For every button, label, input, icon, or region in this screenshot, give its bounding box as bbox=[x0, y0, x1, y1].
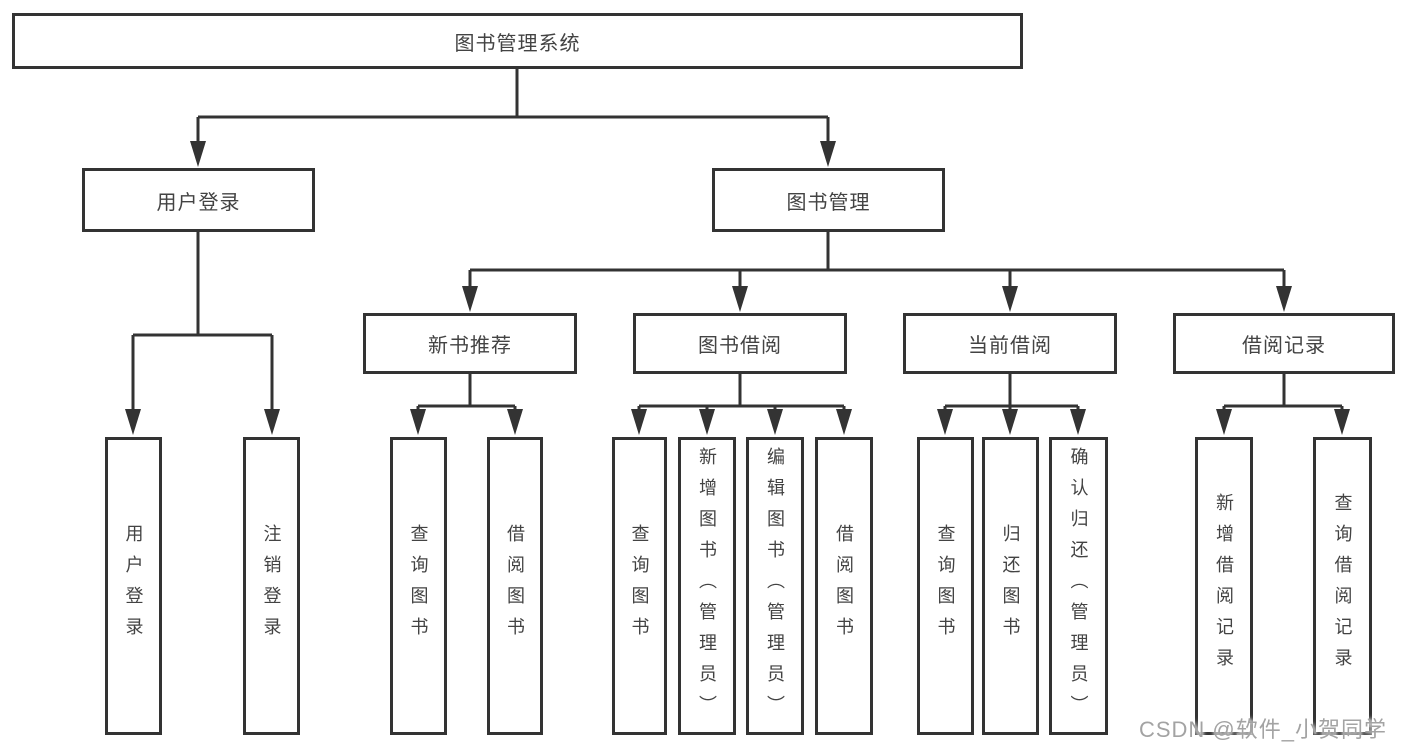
connector-current-borrow-to-leaves bbox=[937, 374, 1086, 435]
node-label: 用户登录 bbox=[156, 191, 241, 214]
leaf-borrow-books-recommend: 借阅图书 bbox=[487, 437, 543, 735]
node-current-borrowing: 当前借阅 bbox=[903, 313, 1117, 374]
connector-new-book-rec-to-leaves bbox=[410, 374, 523, 435]
leaf-logout: 注销登录 bbox=[243, 437, 300, 735]
csdn-watermark: CSDN @软件_小贺同学 bbox=[1138, 717, 1387, 742]
node-label: 查询借阅记录 bbox=[1332, 493, 1353, 679]
node-label: 新增图书（管理员） bbox=[697, 446, 717, 726]
leaf-query-borrow-record: 查询借阅记录 bbox=[1313, 437, 1372, 735]
node-label: 查询图书 bbox=[935, 524, 956, 648]
leaf-query-books-borrow: 查询图书 bbox=[612, 437, 667, 735]
node-new-book-recommendation: 新书推荐 bbox=[363, 313, 577, 374]
node-book-borrowing: 图书借阅 bbox=[633, 313, 847, 374]
node-label: 归还图书 bbox=[1000, 524, 1021, 648]
connector-root-to-level2 bbox=[190, 69, 836, 167]
leaf-borrow-books: 借阅图书 bbox=[815, 437, 873, 735]
node-label: 编辑图书（管理员） bbox=[765, 446, 785, 726]
node-label: 查询图书 bbox=[629, 524, 650, 648]
leaf-add-borrow-record: 新增借阅记录 bbox=[1195, 437, 1253, 735]
leaf-confirm-return-admin: 确认归还（管理员） bbox=[1049, 437, 1108, 735]
node-label: 借阅记录 bbox=[1242, 335, 1326, 357]
node-label: 新书推荐 bbox=[428, 335, 512, 357]
connector-user-login-to-leaves bbox=[125, 232, 280, 435]
node-label: 借阅图书 bbox=[505, 524, 525, 648]
node-label: 图书管理系统 bbox=[454, 32, 581, 55]
leaf-edit-books-admin: 编辑图书（管理员） bbox=[746, 437, 804, 735]
node-label: 确认归还（管理员） bbox=[1068, 446, 1089, 726]
connector-borrow-records-to-leaves bbox=[1216, 374, 1350, 435]
leaf-user-login: 用户登录 bbox=[105, 437, 162, 735]
node-user-login: 用户登录 bbox=[82, 168, 315, 232]
node-label: 图书借阅 bbox=[698, 335, 782, 357]
node-label: 当前借阅 bbox=[968, 335, 1052, 357]
leaf-add-books-admin: 新增图书（管理员） bbox=[678, 437, 736, 735]
connector-book-borrow-to-leaves bbox=[631, 374, 852, 435]
leaf-query-books-recommend: 查询图书 bbox=[390, 437, 447, 735]
node-label: 注销登录 bbox=[261, 524, 282, 648]
leaf-query-books-current: 查询图书 bbox=[917, 437, 974, 735]
node-label: 新增借阅记录 bbox=[1214, 493, 1234, 679]
node-label: 查询图书 bbox=[408, 524, 429, 648]
node-book-management: 图书管理 bbox=[712, 168, 945, 232]
node-borrowing-records: 借阅记录 bbox=[1173, 313, 1395, 374]
node-label: 图书管理 bbox=[786, 191, 871, 214]
node-label: 用户登录 bbox=[123, 524, 144, 648]
leaf-return-books: 归还图书 bbox=[982, 437, 1039, 735]
connector-book-mgmt-to-level3 bbox=[462, 232, 1292, 312]
node-label: 借阅图书 bbox=[834, 524, 854, 648]
node-root-library-system: 图书管理系统 bbox=[12, 13, 1023, 69]
